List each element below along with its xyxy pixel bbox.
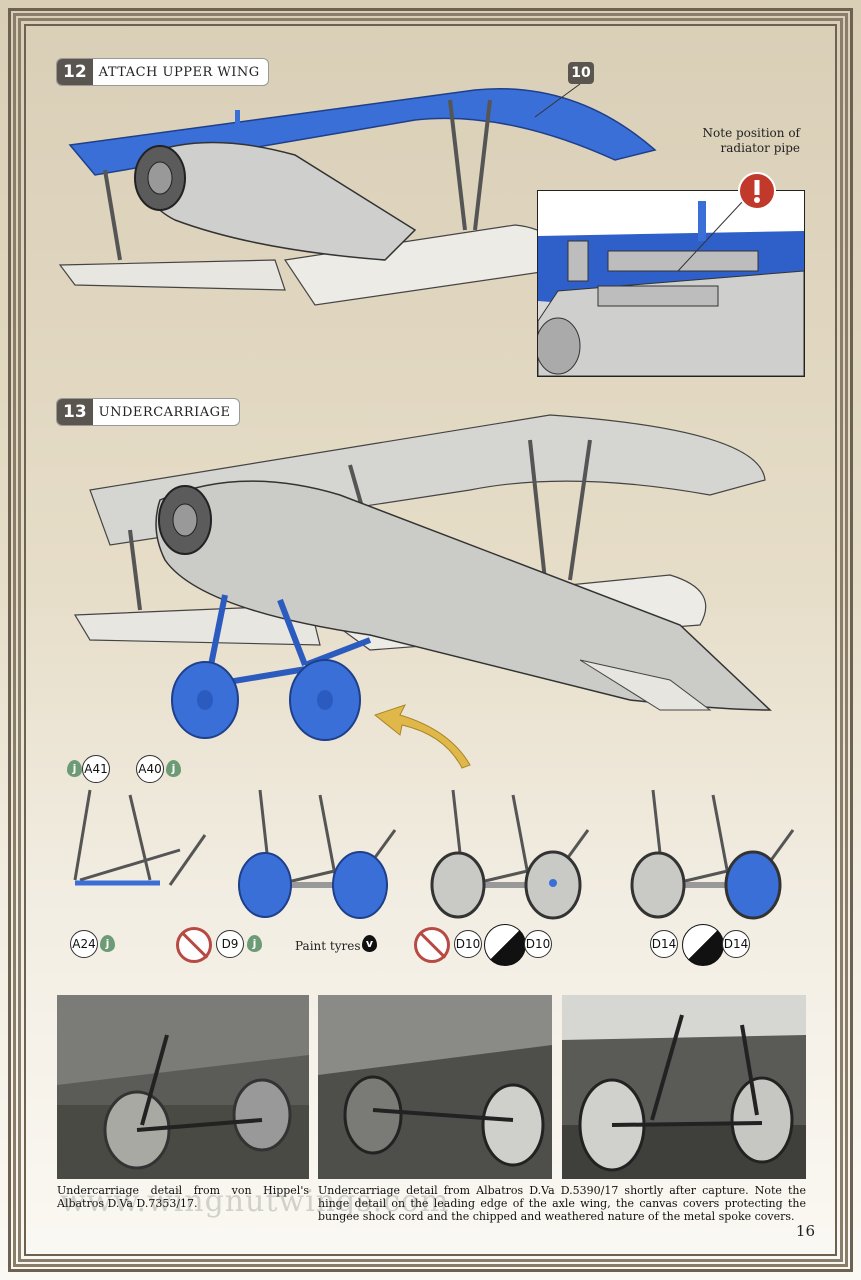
warning-icon xyxy=(738,172,776,210)
part-a41-label: A41 xyxy=(82,755,110,783)
part-d9-label: D9 xyxy=(216,930,244,958)
tyre-paint-drop: v xyxy=(362,935,377,952)
radiator-detail-drawing xyxy=(538,191,804,376)
radiator-note-line1: Note position of xyxy=(702,126,800,140)
step-title: ATTACH UPPER WING xyxy=(98,64,260,80)
radiator-note: Note position of radiator pipe xyxy=(690,126,800,156)
part-10-badge: 10 xyxy=(568,62,594,84)
watermark: www.wingnutwings.com xyxy=(60,1184,450,1219)
reference-photo-2 xyxy=(318,995,552,1179)
part-d10-label: D10 xyxy=(524,930,552,958)
radiator-note-line2: radiator pipe xyxy=(720,141,800,155)
page-number: 16 xyxy=(795,1222,815,1240)
part-10-leader-line xyxy=(534,83,581,118)
reference-photo-1 xyxy=(57,995,309,1179)
undercarriage-stage-3 xyxy=(430,789,590,920)
radiator-detail-inset xyxy=(537,190,805,377)
glue-paint-drop: j xyxy=(67,760,82,777)
part-a40-label: A40 xyxy=(136,755,164,783)
no-glue-icon xyxy=(176,927,212,963)
undercarriage-stage-2 xyxy=(238,789,397,919)
step-13-illustration xyxy=(73,414,772,769)
page-border-pattern xyxy=(13,13,848,1267)
page-border-outer xyxy=(8,8,853,1272)
undercarriage-stage-4 xyxy=(630,789,795,920)
part-d14-label: D14 xyxy=(650,930,678,958)
reference-photo-3 xyxy=(562,995,806,1179)
step-12-illustration xyxy=(58,88,657,306)
glue-paint-drop: j xyxy=(247,935,262,952)
no-glue-icon xyxy=(414,927,450,963)
undercarriage-stage-1 xyxy=(73,789,207,886)
page-border-inner xyxy=(24,24,837,1256)
glue-paint-drop: j xyxy=(100,935,115,952)
two-part-join-icon xyxy=(682,924,724,966)
step-12-header: 12 ATTACH UPPER WING xyxy=(56,58,269,86)
photo-1-caption: Undercarriage detail from von Hippel's A… xyxy=(57,1184,309,1210)
part-d10-label: D10 xyxy=(454,930,482,958)
part-d14-label: D14 xyxy=(722,930,750,958)
step-title: UNDERCARRIAGE xyxy=(98,404,231,420)
step-13-header: 13 UNDERCARRIAGE xyxy=(56,398,240,426)
two-part-join-icon xyxy=(484,924,526,966)
part-a24-label: A24 xyxy=(70,930,98,958)
glue-paint-drop: j xyxy=(166,760,181,777)
photo-2-caption: Undercarriage detail from Albatros D.Va … xyxy=(318,1184,806,1223)
step-number: 12 xyxy=(57,59,93,85)
step-number: 13 xyxy=(57,399,93,425)
paint-tyres-label: Paint tyres xyxy=(295,939,361,953)
